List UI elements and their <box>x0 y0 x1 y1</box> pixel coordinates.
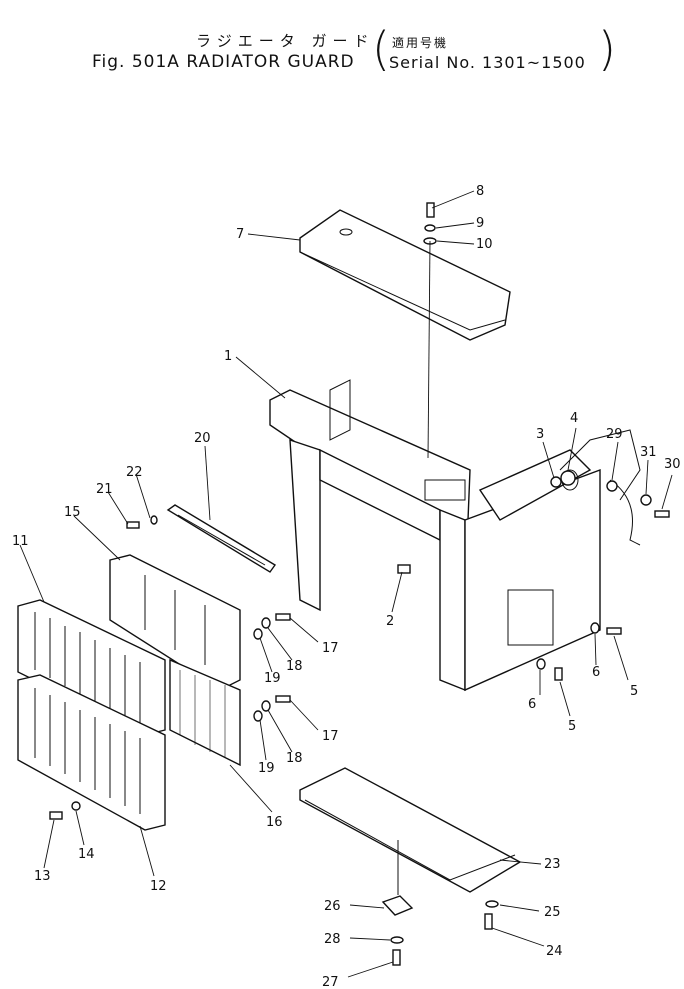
callout-17: 17 <box>322 729 339 744</box>
bottom-under-guard <box>299 767 522 895</box>
callout-19: 19 <box>258 761 275 776</box>
callout-5: 5 <box>630 684 638 699</box>
nameplate <box>166 504 277 573</box>
callout-30: 30 <box>664 457 681 472</box>
callout-8: 8 <box>476 184 484 199</box>
callout-25: 25 <box>544 905 561 920</box>
callout-19: 19 <box>264 671 281 686</box>
upper-front-grille <box>17 599 166 736</box>
callout-18: 18 <box>286 659 303 674</box>
callout-24: 24 <box>546 944 563 959</box>
callout-14: 14 <box>78 847 95 862</box>
title-japanese: ラジエータ ガード <box>196 32 375 50</box>
callout-31: 31 <box>640 445 657 460</box>
mesh-panel <box>169 658 241 767</box>
callout-11: 11 <box>12 534 29 549</box>
callout-21: 21 <box>96 482 113 497</box>
callout-10: 10 <box>476 237 493 252</box>
close-paren: ) <box>598 22 616 76</box>
callout-5: 5 <box>568 719 576 734</box>
callout-26: 26 <box>324 899 341 914</box>
top-cover-plate <box>299 209 511 341</box>
figure-title: Fig. 501A RADIATOR GUARD <box>92 52 355 72</box>
callout-labels: 1 2 3 4 5 5 5 6 6 7 8 9 10 11 12 13 14 1… <box>12 184 681 989</box>
callout-29: 29 <box>606 427 623 442</box>
fasteners <box>49 202 670 966</box>
callout-23: 23 <box>544 857 561 872</box>
serial-range: Serial No. 1301~1500 <box>389 53 586 72</box>
callout-1: 1 <box>224 349 232 364</box>
callout-16: 16 <box>266 815 283 830</box>
figure-header: ラジエータ ガード Fig. 501A RADIATOR GUARD ( 適用号… <box>0 0 684 90</box>
lower-front-grille <box>17 674 166 831</box>
rear-screen <box>109 554 241 691</box>
open-paren: ( <box>372 22 390 76</box>
bottom-pad <box>381 895 414 916</box>
callout-4: 4 <box>570 411 578 426</box>
callout-18: 18 <box>286 751 303 766</box>
callout-27: 27 <box>322 975 339 989</box>
callout-28: 28 <box>324 932 341 947</box>
callout-leaders <box>19 190 673 978</box>
radiator-guard-frame <box>269 379 601 692</box>
callout-6: 6 <box>528 697 536 712</box>
callout-2: 2 <box>386 614 394 629</box>
callout-17: 17 <box>322 641 339 656</box>
callout-7: 7 <box>236 227 244 242</box>
callout-9: 9 <box>476 216 484 231</box>
callout-15: 15 <box>64 505 81 520</box>
serial-label-japanese: 適用号機 <box>392 36 449 50</box>
callout-3: 3 <box>536 427 544 442</box>
callout-12: 12 <box>150 879 167 894</box>
callout-20: 20 <box>194 431 211 446</box>
callout-6: 6 <box>592 665 600 680</box>
callout-13: 13 <box>34 869 51 884</box>
callout-22: 22 <box>126 465 143 480</box>
